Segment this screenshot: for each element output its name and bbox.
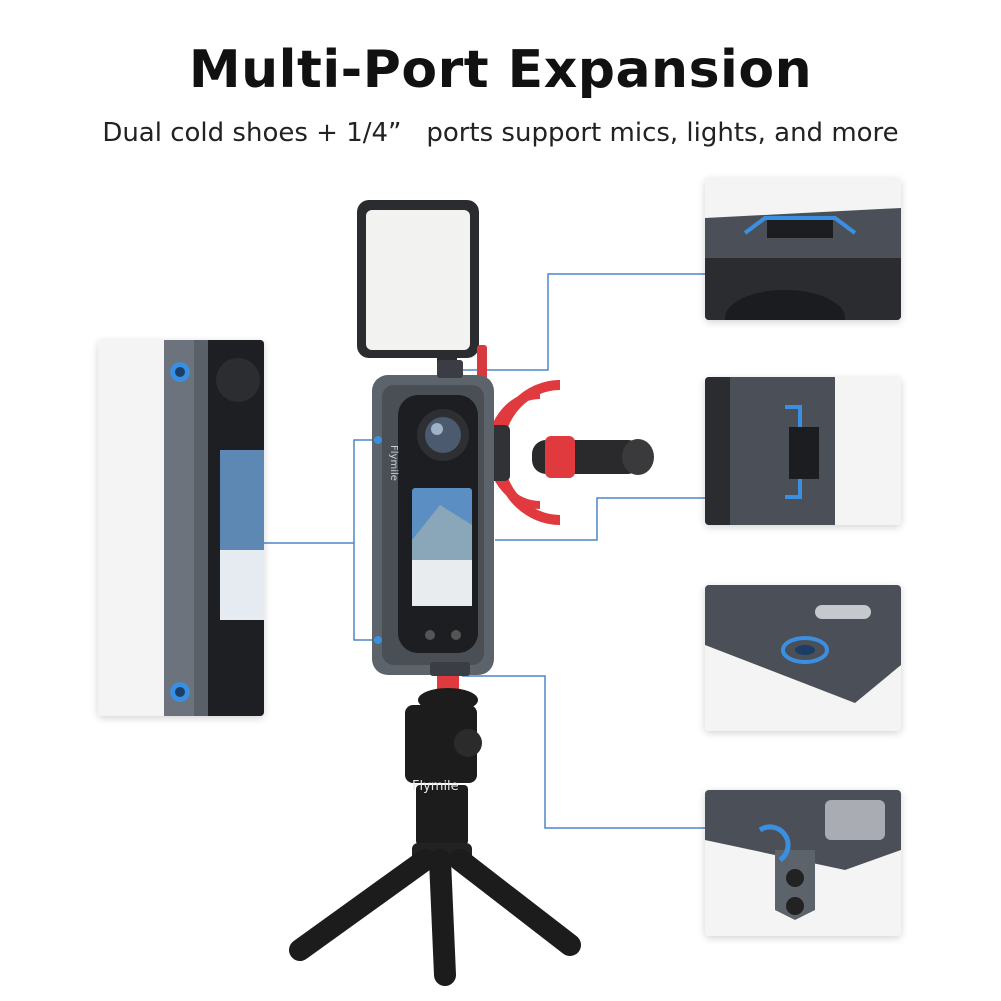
top-cold-shoe-closeup <box>705 178 901 320</box>
callout-line-side-shoe <box>495 497 705 541</box>
left-side-cage-closeup <box>98 340 264 716</box>
page-title: Multi-Port Expansion <box>188 40 813 100</box>
camera-cage <box>372 360 494 676</box>
callout-lines <box>264 273 705 829</box>
tripod-brand-text: Flymile <box>412 779 459 794</box>
quick-release-mount-closeup <box>705 790 901 936</box>
bottom-quarter-inch-port-closeup <box>705 585 901 731</box>
page-subtitle: Dual cold shoes + 1/4” ports support mic… <box>102 118 899 148</box>
callout-line-left-panel-lower <box>353 543 375 641</box>
tripod <box>289 676 581 986</box>
video-light <box>357 200 479 373</box>
side-cold-shoe-closeup <box>705 377 901 525</box>
callout-line-left-panel <box>264 439 375 544</box>
callout-line-bottom-port <box>462 675 705 829</box>
callout-line-top-shoe <box>462 273 705 371</box>
cage-brand-text: Flymile <box>388 445 399 481</box>
microphone <box>487 380 654 525</box>
